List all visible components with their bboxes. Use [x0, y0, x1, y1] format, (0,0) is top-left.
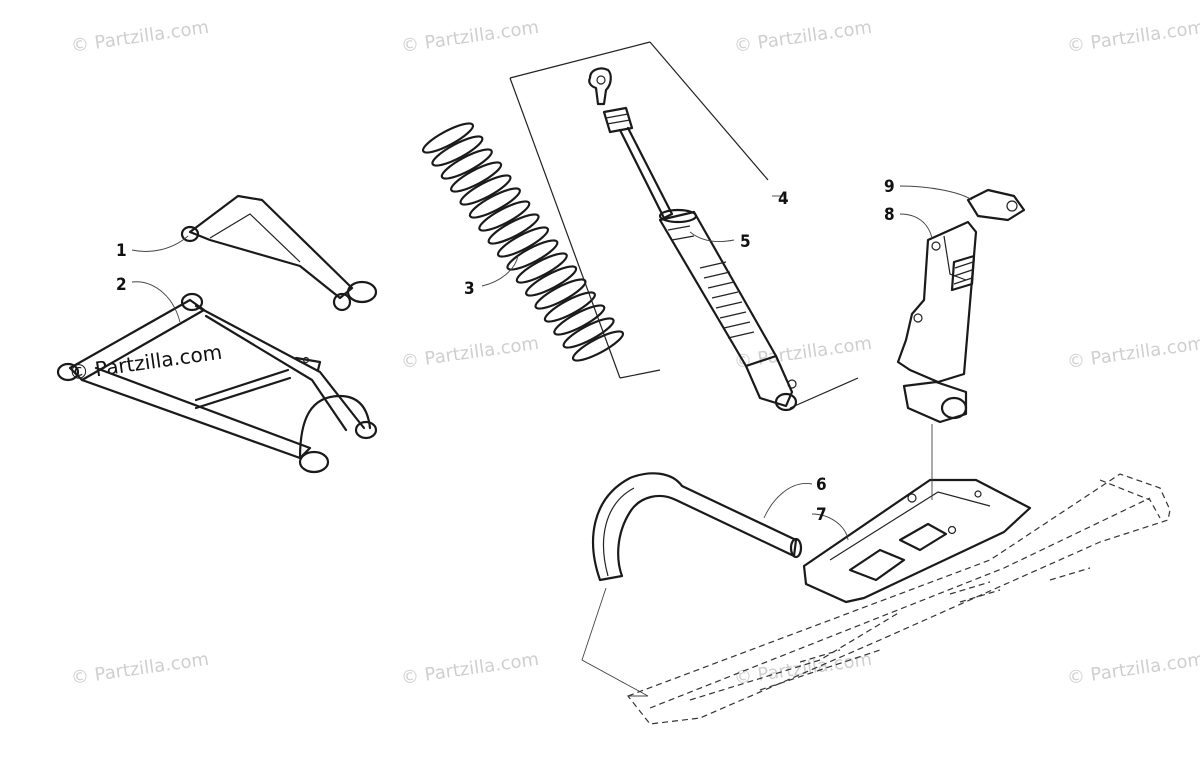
spring-coil — [506, 239, 559, 271]
coil-spring — [421, 122, 625, 362]
spring-coil — [553, 304, 606, 336]
spindle-assembly — [896, 188, 1026, 424]
spring-coil — [543, 291, 596, 323]
spring-coil — [515, 252, 568, 284]
spring-coil — [431, 135, 484, 167]
watermark-6: © Partzilla.com — [733, 333, 873, 373]
spring-coil — [525, 265, 578, 297]
callout-labels: 1 2 3 4 5 6 7 8 9 — [116, 177, 895, 525]
ski-loop-handle — [592, 472, 803, 582]
watermark-10: © Partzilla.com — [733, 649, 873, 689]
watermark-5: © Partzilla.com — [400, 333, 540, 373]
callout-7: 7 — [816, 505, 827, 525]
spring-coil — [534, 278, 587, 310]
ski-saddle — [802, 478, 1032, 604]
watermark-4: © Partzilla.com — [1066, 17, 1200, 57]
shock-absorber — [509, 41, 859, 412]
lower-a-arm — [56, 292, 378, 474]
spring-coil — [421, 122, 475, 154]
ski-outline — [627, 473, 1171, 725]
callout-4: 4 — [778, 189, 789, 209]
watermark-1: © Partzilla.com — [70, 17, 210, 57]
callout-5: 5 — [740, 232, 751, 252]
spring-coil — [571, 330, 625, 362]
spring-coil — [478, 200, 531, 232]
callout-9: 9 — [884, 177, 895, 197]
callout-6: 6 — [816, 475, 827, 495]
callout-3: 3 — [464, 279, 475, 299]
spring-coil — [450, 161, 503, 193]
spring-coil — [487, 213, 540, 245]
spring-coil — [468, 187, 521, 219]
watermark-layer: © Partzilla.com © Partzilla.com © Partzi… — [67, 17, 1200, 689]
callout-8: 8 — [884, 205, 895, 225]
watermark-highlighted: © Partzilla.com — [67, 340, 223, 385]
leader-lines — [131, 185, 973, 697]
watermark-2: © Partzilla.com — [400, 17, 540, 57]
spring-coil — [459, 174, 512, 206]
watermark-3: © Partzilla.com — [733, 17, 873, 57]
spring-coil — [562, 317, 615, 349]
watermark-9: © Partzilla.com — [400, 649, 540, 689]
watermark-11: © Partzilla.com — [1066, 649, 1200, 689]
spring-coil — [440, 148, 493, 180]
callout-1: 1 — [116, 241, 127, 261]
spring-coil — [496, 226, 550, 258]
watermark-8: © Partzilla.com — [70, 649, 210, 689]
watermark-7: © Partzilla.com — [1066, 333, 1200, 373]
upper-a-arm — [180, 194, 378, 312]
callout-2: 2 — [116, 275, 127, 295]
